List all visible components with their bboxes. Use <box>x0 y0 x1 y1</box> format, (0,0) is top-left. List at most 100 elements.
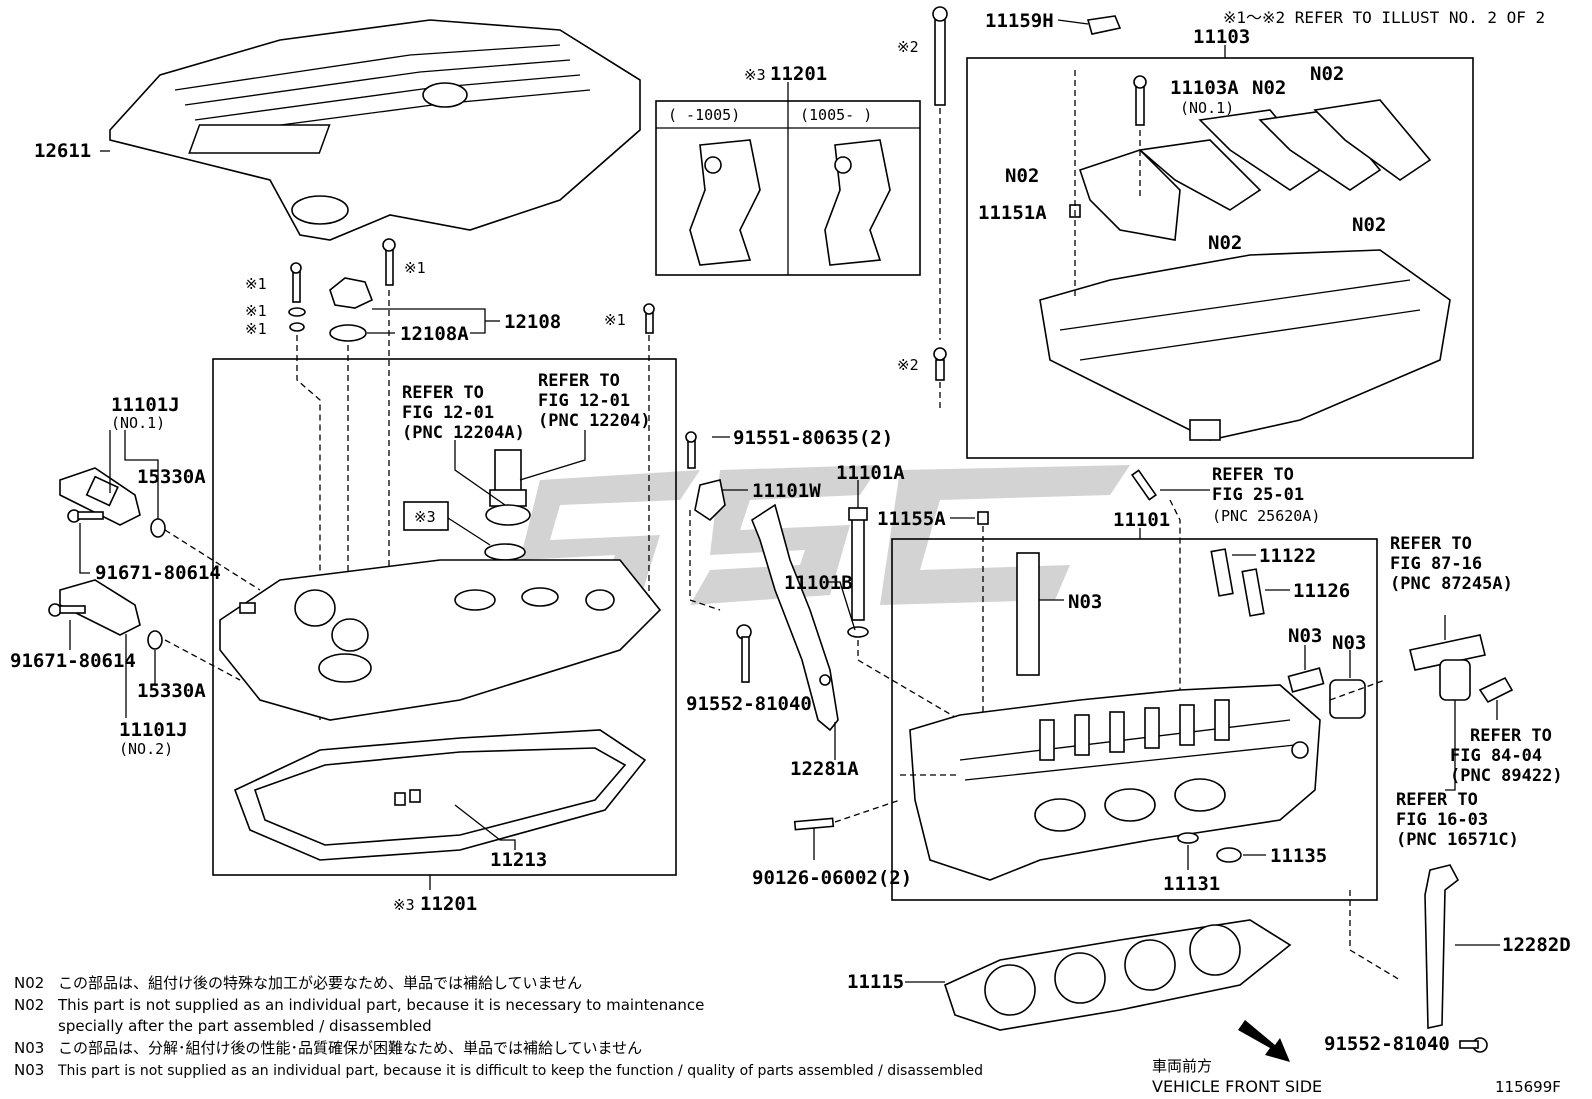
sensor-11101W[interactable] <box>694 479 726 522</box>
label-11101: 11101 <box>1113 509 1170 531</box>
cylinder-head-cover[interactable] <box>219 559 662 721</box>
label-front-jp: 車両前方 <box>1152 1057 1212 1075</box>
stud-90126[interactable] <box>793 817 835 831</box>
label-mark1b: ※1 <box>245 302 267 320</box>
guide-11122[interactable] <box>1210 548 1234 597</box>
bolt-91671-a[interactable] <box>67 509 104 523</box>
label-91671-a: 91671-80614 <box>95 562 221 584</box>
label-11101B: 11101B <box>784 572 853 594</box>
oil-filler-cap-12108[interactable] <box>329 277 374 309</box>
note-code-4: N03 <box>14 1061 44 1079</box>
label-11201-top: 11201 <box>770 63 827 85</box>
label-n02-a: N02 <box>1252 77 1286 99</box>
bolt-91671-b[interactable] <box>48 603 86 617</box>
front-arrow-icon <box>1238 1020 1290 1062</box>
label-11103A: 11103A <box>1170 77 1239 99</box>
note-text-3: この部品は、分解･組付け後の性能･品質確保が困難なため、単品では補給していません <box>58 1039 642 1057</box>
cap-plate-11159H[interactable] <box>1086 15 1122 35</box>
inset-gasket-left <box>689 139 761 266</box>
label-11151A: 11151A <box>978 202 1047 224</box>
engine-cover-12611[interactable] <box>109 19 641 241</box>
label-mark1d: ※1 <box>404 259 426 277</box>
guide-11126[interactable] <box>1241 568 1265 617</box>
label-11101A: 11101A <box>836 462 905 484</box>
label-ref5-l1: REFER TO <box>1470 726 1552 746</box>
label-n03-c: N03 <box>1332 632 1366 654</box>
mark3-box <box>403 501 449 531</box>
note-code-0: N02 <box>14 974 44 992</box>
bolt-mark1-d[interactable] <box>382 238 396 286</box>
label-11122: 11122 <box>1259 545 1316 567</box>
label-11101J-a: 11101J <box>111 394 180 416</box>
label-n02-b: N02 <box>1310 63 1344 85</box>
label-mark1a: ※1 <box>245 275 267 293</box>
note-text-4: This part is not supplied as an individu… <box>57 1063 983 1079</box>
label-11103A-sub: (NO.1) <box>1180 99 1234 117</box>
figure-code: 115699F <box>1495 1078 1561 1096</box>
oring-15330A-b[interactable] <box>147 630 163 650</box>
bolt-91552-a[interactable] <box>736 624 752 683</box>
cylinder-head[interactable] <box>909 684 1321 881</box>
label-12108A: 12108A <box>400 323 469 345</box>
pcv-grommet[interactable] <box>485 504 531 526</box>
head-gasket-11115[interactable] <box>944 919 1292 1031</box>
head-cover-gasket-11213[interactable] <box>233 729 647 861</box>
bolt-11101A[interactable] <box>848 507 868 621</box>
engine-hanger-12282D[interactable] <box>1424 864 1460 1029</box>
label-91552-a: 91552-81040 <box>686 693 812 715</box>
label-91671-b: 91671-80614 <box>10 650 136 672</box>
pcv-gasket[interactable] <box>484 543 526 561</box>
label-12611: 12611 <box>34 140 91 162</box>
label-ref2-l2: FIG 12-01 <box>538 391 630 411</box>
pipe-16-03[interactable] <box>1439 659 1471 701</box>
bolt-11103A[interactable] <box>1133 75 1147 126</box>
plug-11135[interactable] <box>1216 847 1242 863</box>
bolt-mark2-lower[interactable] <box>933 347 947 381</box>
gasket-12108A[interactable] <box>329 324 367 342</box>
camshaft-housing[interactable] <box>1039 249 1451 441</box>
label-ref6-l3: (PNC 16571C) <box>1396 830 1519 850</box>
frame-11101 <box>891 538 1378 901</box>
oring-15330A-a[interactable] <box>150 518 166 538</box>
pcv-valve[interactable] <box>489 449 527 507</box>
washer-11101B[interactable] <box>847 626 869 638</box>
insert-N03-c[interactable] <box>1329 679 1366 719</box>
pipe-87-16[interactable] <box>1409 634 1486 671</box>
bolt-mark1-e[interactable] <box>643 303 655 334</box>
label-n02-d: N02 <box>1352 214 1386 236</box>
label-91551: 91551-80635(2) <box>733 427 893 449</box>
engine-hanger-12281A[interactable] <box>751 503 839 732</box>
note-text-1: This part is not supplied as an individu… <box>57 996 704 1014</box>
bolt-mark1-a[interactable] <box>290 262 302 303</box>
notes-block: N02 この部品は、組付け後の特殊な加工が必要なため、単品では補給していません … <box>14 974 983 1079</box>
bolt-91552-b[interactable] <box>1459 1037 1488 1053</box>
label-11131: 11131 <box>1163 873 1220 895</box>
sensor-84-04[interactable] <box>1478 676 1514 704</box>
guide-N03-a[interactable] <box>1016 552 1040 676</box>
label-11159H: 11159H <box>985 10 1054 32</box>
bolt-91551[interactable] <box>685 431 697 469</box>
label-mark1e: ※1 <box>604 311 626 329</box>
label-ref4-l1: REFER TO <box>1390 534 1472 554</box>
header-note: ※1〜※2 REFER TO ILLUST NO. 2 OF 2 <box>1223 8 1545 27</box>
frame-11201 <box>212 358 677 876</box>
labels: ※1〜※2 REFER TO ILLUST NO. 2 OF 2 12611 ※… <box>10 8 1571 1096</box>
label-11115: 11115 <box>847 971 904 993</box>
label-11201-bot-mark: ※3 <box>393 896 415 914</box>
dowel-11155A[interactable] <box>977 511 989 525</box>
label-ref2-l3: (PNC 12204) <box>538 411 651 431</box>
plug-11131[interactable] <box>1177 832 1199 844</box>
bolt-mark2-top[interactable] <box>932 6 948 106</box>
washer-mark1-b[interactable] <box>288 307 306 317</box>
label-12281A: 12281A <box>790 758 859 780</box>
label-11101J-a-sub: (NO.1) <box>111 414 165 432</box>
frame-11103 <box>966 57 1474 459</box>
insert-N03-b[interactable] <box>1287 667 1325 693</box>
note-code-3: N03 <box>14 1039 44 1057</box>
label-11103: 11103 <box>1193 26 1250 48</box>
washer-mark1-c[interactable] <box>289 322 305 332</box>
label-front-en: VEHICLE FRONT SIDE <box>1152 1077 1322 1096</box>
label-range-right: (1005- ) <box>800 106 872 124</box>
stud-ref-25-01[interactable] <box>1131 469 1157 501</box>
